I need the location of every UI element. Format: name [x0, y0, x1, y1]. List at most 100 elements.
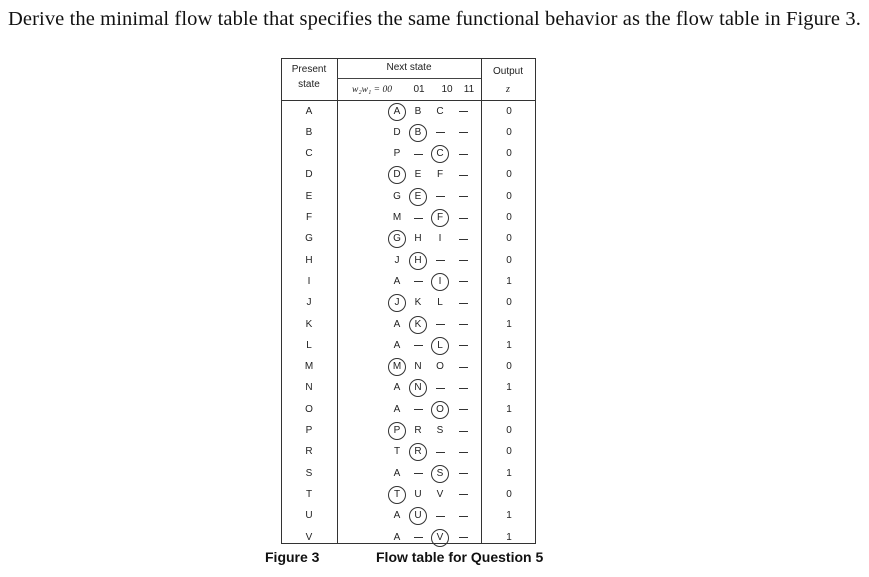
unspecified-cell [431, 379, 449, 397]
present-state-cell: H [305, 254, 313, 266]
present-state-cell: N [305, 382, 313, 394]
next-state-cell: V [436, 488, 444, 500]
unspecified-cell [431, 507, 449, 525]
next-state-cell: T [393, 446, 401, 458]
stable-state-cell: C [431, 145, 449, 164]
stable-state-cell: F [431, 209, 449, 227]
output-cell: 1 [506, 275, 512, 287]
output-cell: 0 [506, 233, 512, 245]
next-state-cell: A [393, 318, 401, 330]
present-state-cell: E [305, 190, 313, 202]
present-state-cell: S [305, 467, 313, 479]
output-cell: 0 [506, 361, 512, 373]
unspecified-cell [454, 443, 472, 461]
table-border-right [535, 58, 536, 544]
next-state-cell: H [414, 233, 422, 245]
output-cell: 1 [506, 339, 512, 351]
next-state-cell: R [414, 425, 422, 436]
present-header-line2: state [298, 79, 320, 90]
input-combination-label: w₂w₁ = 00 [352, 85, 392, 95]
unspecified-cell [409, 273, 427, 291]
stable-state-cell: L [431, 336, 449, 355]
next-state-cell: A [393, 510, 401, 522]
unspecified-cell [454, 401, 472, 419]
unspecified-cell [454, 465, 472, 483]
unspecified-cell [431, 316, 449, 334]
next-state-cell: J [394, 254, 400, 266]
present-state-cell: O [305, 403, 313, 415]
stable-state-cell: J [388, 294, 406, 313]
unspecified-cell [454, 379, 472, 397]
present-state-cell: M [304, 361, 314, 373]
output-cell: 1 [506, 318, 512, 330]
next-state-cell: G [393, 190, 401, 202]
output-cell: 0 [506, 190, 512, 202]
output-cell: 0 [506, 148, 512, 160]
unspecified-cell [454, 209, 472, 227]
next-state-cell: A [393, 339, 401, 351]
output-cell: 0 [506, 488, 512, 500]
output-cell: 0 [506, 105, 512, 117]
output-header: Output [492, 66, 524, 77]
next-state-cell: E [414, 169, 422, 181]
unspecified-cell [409, 529, 427, 547]
present-state-cell: P [305, 425, 313, 436]
present-state-cell: K [305, 318, 313, 330]
stable-state-cell: P [388, 422, 406, 440]
unspecified-cell [454, 230, 472, 248]
next-state-cell: L [437, 297, 443, 309]
unspecified-cell [409, 465, 427, 483]
stable-state-cell: N [409, 379, 427, 398]
stable-state-cell: K [409, 315, 427, 334]
output-variable: z [506, 84, 510, 95]
output-cell: 1 [506, 531, 512, 543]
unspecified-cell [431, 124, 449, 142]
next-state-cell: A [393, 382, 401, 394]
unspecified-cell [409, 209, 427, 227]
output-cell: 0 [506, 169, 512, 181]
present-state-cell: R [305, 446, 313, 458]
figure-label: Figure 3 [265, 549, 320, 565]
unspecified-cell [454, 294, 472, 312]
next-state-cell: U [414, 488, 422, 500]
present-state-cell: C [305, 148, 313, 160]
figure-caption: Flow table for Question 5 [376, 549, 544, 565]
next-state-cell: M [392, 212, 402, 223]
flow-table: Present state Next state w₂w₁ = 00 01 10… [281, 58, 536, 547]
header-separator [281, 100, 536, 101]
present-state-cell: I [307, 275, 311, 287]
output-cell: 1 [506, 403, 512, 415]
unspecified-cell [409, 145, 427, 163]
present-state-cell: J [306, 297, 312, 309]
next-state-cell: P [393, 148, 401, 160]
unspecified-cell [409, 401, 427, 419]
unspecified-cell [454, 358, 472, 376]
stable-state-cell: D [388, 166, 406, 185]
unspecified-cell [454, 337, 472, 355]
stable-state-cell: T [388, 485, 406, 504]
present-state-cell: A [305, 105, 313, 117]
next-state-cell: A [393, 275, 401, 287]
output-cell: 0 [506, 254, 512, 266]
unspecified-cell [454, 486, 472, 504]
present-header-line1: Present [291, 64, 327, 75]
table-border-left [281, 58, 282, 544]
next-state-cell: B [414, 105, 422, 117]
unspecified-cell [431, 443, 449, 461]
input-col-01: 01 [413, 84, 425, 95]
next-state-cell: S [436, 425, 444, 436]
next-state-cell: F [436, 169, 444, 181]
next-state-cell: A [393, 467, 401, 479]
column-divider-output [481, 58, 482, 544]
question-text: Derive the minimal flow table that speci… [8, 8, 861, 30]
present-state-cell: D [305, 169, 313, 181]
output-cell: 0 [506, 446, 512, 458]
stable-state-cell: U [409, 507, 427, 526]
unspecified-cell [454, 316, 472, 334]
unspecified-cell [454, 529, 472, 547]
unspecified-cell [454, 252, 472, 270]
unspecified-cell [454, 145, 472, 163]
next-state-cell: O [436, 361, 444, 373]
output-cell: 1 [506, 510, 512, 522]
unspecified-cell [431, 188, 449, 206]
